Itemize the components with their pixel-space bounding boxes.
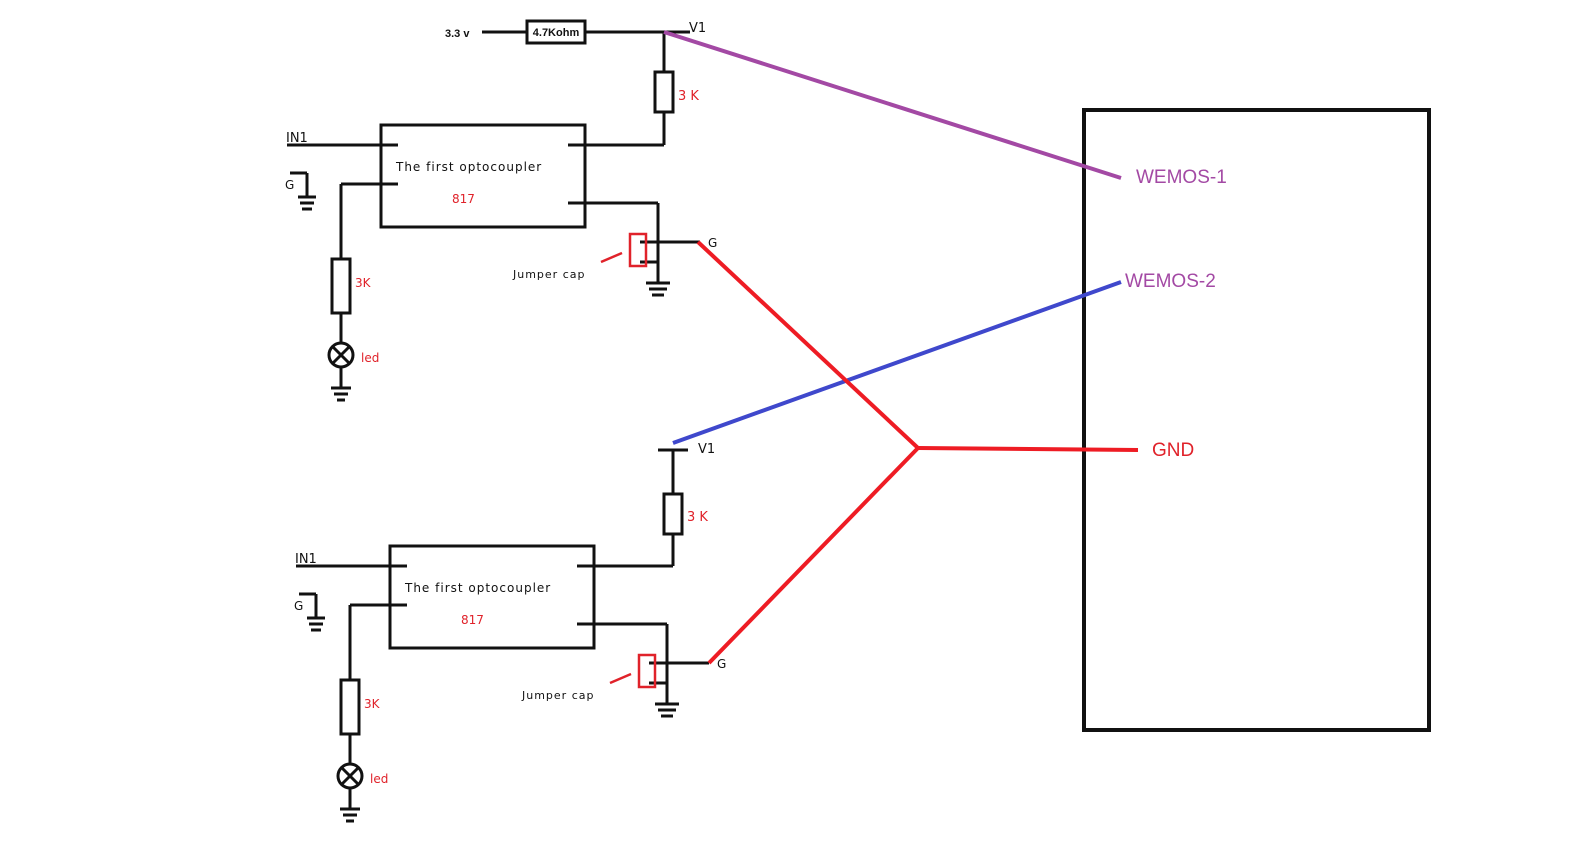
jumper-cap-bottom [609,653,657,689]
bottom-opto-part: 817 [461,613,484,627]
led-3k-resistor [330,257,352,315]
top-opto-part: 817 [452,192,475,206]
led-3k-resistor-bottom [339,678,361,736]
wemos-pin1-label: WEMOS-1 [1136,167,1227,188]
bottom-led-resistor-label: 3K [364,697,381,711]
top-led-label: led [361,351,379,365]
jumper-cap-top [600,232,648,268]
top-output-ground-label: G [708,236,717,250]
wemos-gnd-label: GND [1152,440,1194,461]
bottom-v1-label: V1 [698,442,715,457]
circuit-bottom [296,448,709,823]
top-v1-label: V1 [689,21,706,36]
bottom-led-label: led [370,772,388,786]
top-resistor-label: 3 K [678,89,699,104]
supply-voltage-label: 3.3 v [445,28,470,40]
top-input-ground-label: G [285,178,294,192]
wemos-pin2-label: WEMOS-2 [1125,271,1216,292]
optocoupler-box [379,123,587,229]
top-jumper-label: Jumper cap [512,268,585,281]
bottom-jumper-label: Jumper cap [521,689,594,702]
top-led-resistor-label: 3K [355,276,372,290]
pullup-resistor-label: 4.7Kohm [533,27,580,39]
wemos-board [1082,108,1431,732]
bottom-output-ground-label: G [717,657,726,671]
circuit-top [287,19,700,402]
optocoupler-box-bottom [388,544,596,650]
bottom-resistor-label: 3 K [687,510,708,525]
top-in1-label: IN1 [286,131,308,146]
wemos1-wire [663,30,1122,180]
top-3k-resistor [653,70,675,114]
top-opto-title: The first optocoupler [395,160,542,174]
bottom-3k-resistor [662,492,684,536]
wemos2-wire [672,280,1122,445]
gnd-wires [696,240,1139,665]
bottom-input-ground-label: G [294,599,303,613]
bottom-opto-title: The first optocoupler [404,581,551,595]
bottom-in1-label: IN1 [295,552,317,567]
